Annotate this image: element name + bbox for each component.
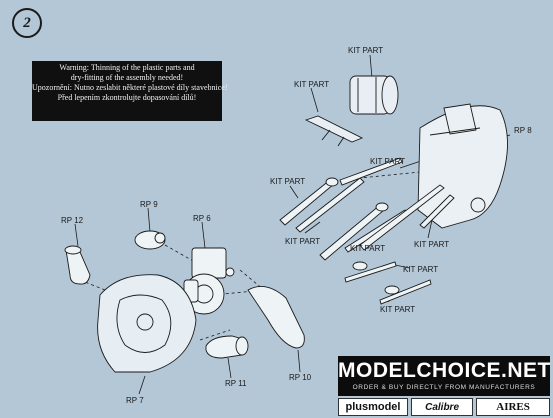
assembly-guide: [339, 169, 441, 181]
assembly-guide: [164, 244, 196, 263]
rod-knob: [384, 285, 400, 295]
leader-line: [304, 221, 321, 234]
plusmodel-logo[interactable]: plusmodel: [338, 398, 408, 416]
warning-box: Warning: Thinning of the plastic parts a…: [32, 61, 228, 121]
lever-rod: [279, 179, 335, 226]
leader-line: [147, 207, 151, 233]
rp6-label: RP 6: [193, 214, 211, 223]
warning-line: Warning: Thinning of the plastic parts a…: [59, 63, 195, 72]
leader-line: [227, 357, 232, 379]
modelchoice-banner[interactable]: MODELCHOICE.NET ORDER & BUY DIRECTLY FRO…: [338, 356, 550, 396]
leader-line: [427, 219, 433, 239]
leader-line: [369, 54, 373, 79]
warning-line: Před lepením zkontrolujte dopasování díl…: [57, 93, 197, 102]
leader-line: [201, 221, 206, 249]
rp10-part: [247, 285, 305, 349]
kit-part-label: KIT PART: [270, 177, 306, 186]
sponsor-logos: plusmodel Calibre AIRES: [338, 398, 550, 416]
calibre-logo[interactable]: Calibre: [410, 398, 474, 416]
rod-knob: [325, 177, 339, 187]
lever-rod: [379, 279, 432, 305]
fuselage-panel: [417, 103, 508, 229]
rod-parts: [279, 157, 455, 305]
kit-part-label: KIT PART: [414, 240, 450, 249]
leader-line: [394, 264, 411, 269]
rp9-part: [134, 230, 166, 250]
kit-part-label: KIT PART: [348, 46, 384, 55]
kit-part-label: KIT PART: [370, 157, 406, 166]
rp9-label: RP 9: [140, 200, 158, 209]
leader-line: [297, 349, 301, 373]
bracket-part: [304, 115, 364, 147]
lever-rod: [295, 177, 365, 233]
lever-rod: [344, 261, 397, 283]
rp12-label: RP 12: [61, 216, 84, 225]
rod-knob: [352, 261, 368, 271]
leader-line: [74, 223, 79, 247]
lever-rod: [419, 194, 455, 229]
rp11-label: RP 11: [225, 379, 247, 388]
leader-line: [138, 375, 146, 395]
kit-part-label: KIT PART: [350, 244, 386, 253]
kit-part-label: KIT PART: [294, 80, 330, 89]
banner-title: MODELCHOICE.NET: [338, 359, 551, 382]
rp8-label: RP 8: [514, 126, 532, 135]
aires-logo[interactable]: AIRES: [476, 398, 550, 416]
kit-part-label: KIT PART: [285, 237, 321, 246]
kit-part-label: KIT PART: [380, 305, 416, 314]
step-number: 2: [12, 8, 42, 38]
leader-line: [289, 185, 299, 199]
lever-rod: [359, 184, 445, 251]
assembly-guide: [199, 329, 231, 341]
lever-rod: [339, 157, 403, 186]
rp12-part: [64, 245, 91, 285]
rp6-part: [183, 247, 235, 315]
rp7-label: RP 7: [126, 396, 144, 405]
leader-line: [310, 87, 319, 113]
rod-knob: [375, 202, 389, 212]
warning-line: Upozornění: Nutno zeslabit některé plast…: [32, 83, 228, 92]
rp10-label: RP 10: [289, 373, 312, 382]
rp7-part: [97, 274, 197, 373]
cylinder-part: [349, 75, 399, 115]
kit-part-label: KIT PART: [403, 265, 439, 274]
rp11-part: [205, 335, 249, 359]
banner-tagline: ORDER & BUY DIRECTLY FROM MANUFACTURERS: [352, 384, 536, 391]
warning-line: dry-fitting of the assembly needed!: [70, 73, 184, 82]
